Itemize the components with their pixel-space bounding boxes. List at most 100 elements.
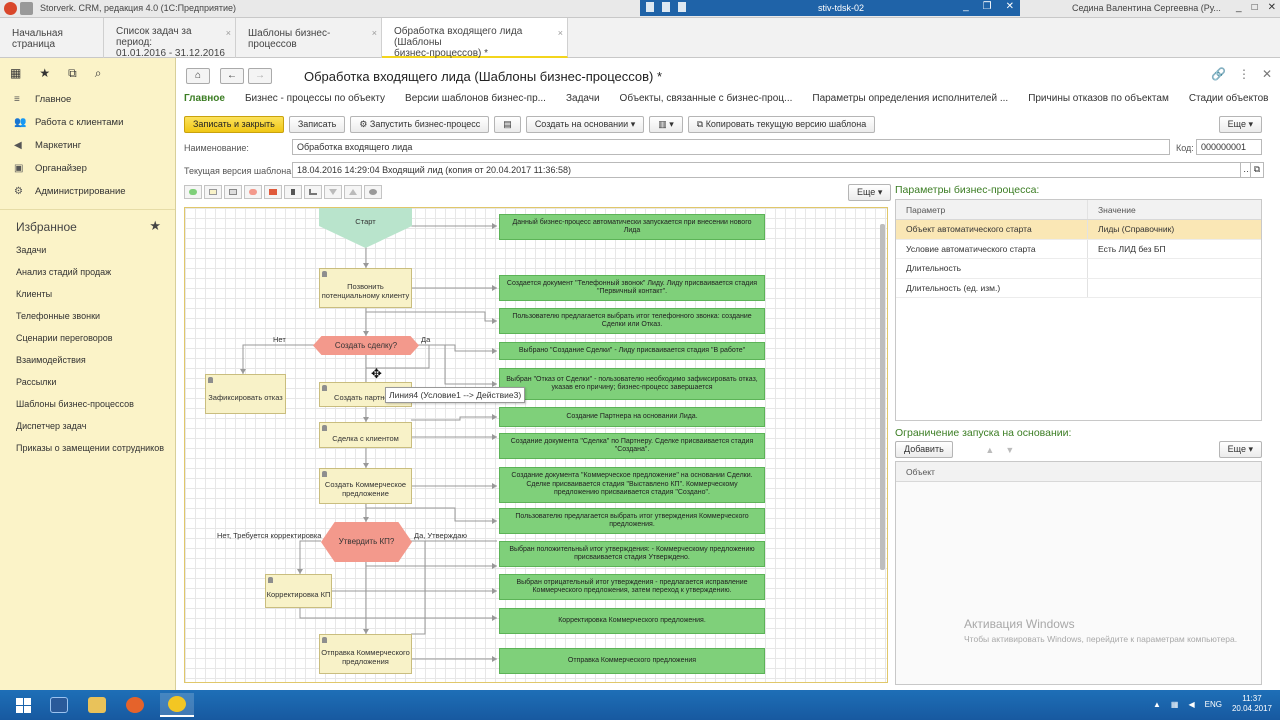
connection-line[interactable] <box>299 608 366 619</box>
add-join-icon[interactable] <box>344 185 362 199</box>
start-process-button[interactable]: ⚙ Запустить бизнес-процесс <box>350 116 490 133</box>
note-approved[interactable]: Выбран положительный итог утверждения: -… <box>499 541 765 567</box>
clock[interactable]: 11:37 20.04.2017 <box>1232 694 1272 714</box>
task-fix-kp[interactable]: Корректировка КП <box>265 574 332 608</box>
task-send-kp[interactable]: Отправка Коммерческого предложения <box>319 634 412 674</box>
name-field[interactable]: Обработка входящего лида <box>292 139 1170 155</box>
add-task-icon[interactable] <box>184 185 202 199</box>
favorite-item[interactable]: Рассылки <box>16 377 57 387</box>
subnav-item[interactable]: Бизнес - процессы по объекту <box>244 93 386 104</box>
note-create-partner[interactable]: Создание Партнера на основании Лида. <box>499 407 765 427</box>
favorite-item[interactable]: Приказы о замещении сотрудников <box>16 443 165 453</box>
back-button[interactable]: ← <box>220 68 244 84</box>
version-open-icon[interactable]: ⧉ <box>1250 162 1264 178</box>
add-stop-icon[interactable] <box>264 185 282 199</box>
forward-button[interactable]: → <box>248 68 272 84</box>
form-menu-icon[interactable]: ⋮ <box>1237 67 1250 81</box>
print-button[interactable]: ▥ ▾ <box>649 116 683 133</box>
form-close-icon[interactable]: ✕ <box>1261 67 1272 81</box>
taskbar-firefox[interactable] <box>118 693 152 717</box>
connection-line[interactable] <box>411 416 497 421</box>
more-button[interactable]: Еще ▾ <box>1218 116 1262 133</box>
version-field[interactable]: 18.04.2016 14:29:04 Входящий лид (копия … <box>292 162 1242 178</box>
search-icon[interactable]: ⌕ <box>94 66 102 80</box>
remote-close-icon[interactable]: ✕ <box>1005 1 1014 12</box>
lock-icon[interactable] <box>662 2 670 12</box>
sidebar-item-organizer[interactable]: ▣Органайзер <box>0 157 175 180</box>
network-icon[interactable]: ▦ <box>1170 699 1179 709</box>
add-action-icon[interactable] <box>204 185 222 199</box>
add-choice-icon[interactable] <box>284 185 302 199</box>
note-deal-chosen[interactable]: Выбрано "Создание Сделки" - Лиду присваи… <box>499 342 765 360</box>
diagram-more-button[interactable]: Еще ▾ <box>848 184 892 201</box>
taskbar-explorer[interactable] <box>80 693 114 717</box>
history-icon[interactable]: ⧉ <box>68 66 77 80</box>
favorite-item[interactable]: Шаблоны бизнес-процессов <box>16 399 134 409</box>
sidebar-item-clients[interactable]: 👥Работа с клиентами <box>0 111 175 134</box>
connection-line[interactable] <box>366 507 497 522</box>
condition-approve-kp[interactable]: Утвердить КП? <box>321 522 412 562</box>
subnav-item[interactable]: Версии шаблонов бизнес-пр... <box>405 93 546 104</box>
save-button[interactable]: Записать <box>288 116 346 133</box>
table-row[interactable]: Длительность (ед. изм.) <box>896 278 1261 298</box>
favorites-star-icon[interactable]: ★ <box>39 66 51 80</box>
maximize-icon[interactable]: □ <box>1251 2 1258 13</box>
app-menu-icon[interactable] <box>20 2 33 15</box>
move-down-icon[interactable]: ▼ <box>1005 444 1015 455</box>
column-header[interactable]: Значение <box>1098 205 1136 215</box>
tab-current-form[interactable]: Обработка входящего лида (Шаблоны бизнес… <box>382 18 568 59</box>
home-button[interactable]: ⌂ <box>186 68 210 84</box>
note-autostart[interactable]: Данный бизнес-процесс автоматически запу… <box>499 214 765 240</box>
favorite-item[interactable]: Взаимодействия <box>16 355 86 365</box>
add-button[interactable]: Добавить <box>895 441 953 458</box>
tab-templates[interactable]: Шаблоны бизнес-процессов× <box>236 18 382 58</box>
add-split-icon[interactable] <box>324 185 342 199</box>
table-row[interactable]: Длительность <box>896 259 1261 279</box>
start-button[interactable] <box>6 693 40 717</box>
connection-line[interactable] <box>366 311 497 322</box>
taskbar-1c[interactable] <box>160 693 194 717</box>
subnav-item[interactable]: Причины отказов по объектам <box>1028 93 1169 104</box>
restriction-more-button[interactable]: Еще ▾ <box>1218 441 1262 458</box>
column-header[interactable]: Объект <box>906 467 935 477</box>
remote-restore-icon[interactable]: ❐ <box>982 1 992 12</box>
tab-close-icon[interactable]: × <box>371 28 377 38</box>
add-condition-icon[interactable] <box>244 185 262 199</box>
pin-icon[interactable] <box>646 2 654 12</box>
apps-grid-icon[interactable]: ▦ <box>10 66 22 80</box>
move-up-icon[interactable]: ▲ <box>985 444 995 455</box>
subnav-main[interactable]: Главное <box>184 93 225 104</box>
task-create-kp[interactable]: Создать Коммерческое предложение <box>319 468 412 504</box>
connection-line[interactable] <box>366 344 430 369</box>
subnav-item[interactable]: Задачи <box>565 93 600 104</box>
subnav-item[interactable]: Стадии объектов <box>1188 93 1269 104</box>
restriction-table[interactable]: Объект <box>895 461 1262 685</box>
task-deal[interactable]: Сделка с клиентом <box>319 422 412 448</box>
tab-close-icon[interactable]: × <box>225 28 231 38</box>
note-create-deal[interactable]: Создание документа "Сделка" по Партнеру.… <box>499 433 765 459</box>
favorite-item[interactable]: Анализ стадий продаж <box>16 267 112 277</box>
report-button[interactable]: ▤ <box>494 116 521 133</box>
form-link-icon[interactable]: 🔗 <box>1210 67 1226 81</box>
sidebar-item-main[interactable]: ≡Главное <box>0 88 175 111</box>
taskbar-powershell[interactable] <box>42 693 76 717</box>
diagram-scrollbar[interactable] <box>880 224 885 570</box>
code-field[interactable]: 000000001 <box>1196 139 1262 155</box>
note-fix-kp[interactable]: Корректировка Коммерческого предложения. <box>499 608 765 634</box>
note-create-kp[interactable]: Создание документа "Коммерческое предлож… <box>499 467 765 503</box>
note-phone-call[interactable]: Создается документ "Телефонный звонок" Л… <box>499 275 765 301</box>
note-call-result[interactable]: Пользователю предлагается выбрать итог т… <box>499 308 765 334</box>
connection-line[interactable] <box>411 540 426 635</box>
remote-minimize-icon[interactable]: _ <box>963 1 969 12</box>
connection-line[interactable] <box>418 344 497 352</box>
table-row[interactable]: Объект автоматического старта Лиды (Спра… <box>896 220 1261 240</box>
table-row[interactable]: Условие автоматического старта Есть ЛИД … <box>896 239 1261 259</box>
task-fix-refusal[interactable]: Зафиксировать отказ <box>205 374 286 414</box>
column-header[interactable]: Параметр <box>896 200 1088 219</box>
keyboard-language[interactable]: ENG <box>1204 699 1222 709</box>
task-call-client[interactable]: Позвонить потенциальному клиенту <box>319 268 412 308</box>
sidebar-item-admin[interactable]: ⚙Администрирование <box>0 180 175 203</box>
tab-close-icon[interactable]: × <box>557 28 563 38</box>
favorite-item[interactable]: Сценарии переговоров <box>16 333 113 343</box>
current-user[interactable]: Седина Валентина Сергеевна (Ру... <box>1072 3 1221 13</box>
